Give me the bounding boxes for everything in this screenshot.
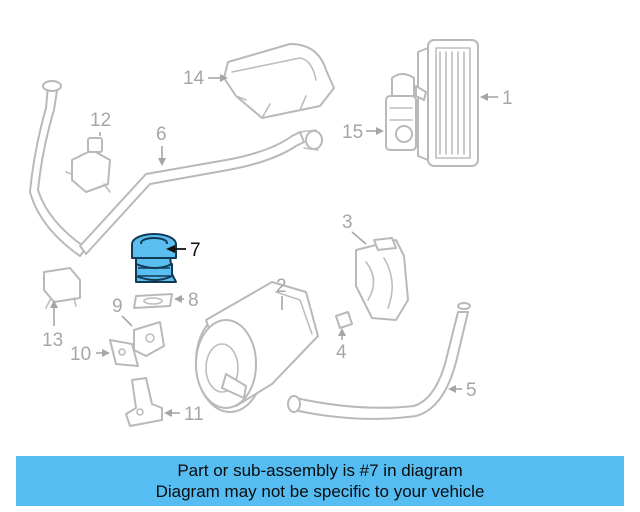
svg-text:9: 9 — [112, 296, 123, 317]
callout-3[interactable]: 3 — [342, 212, 367, 245]
svg-text:13: 13 — [42, 330, 63, 351]
part-1-cooler[interactable] — [417, 39, 479, 167]
svg-text:14: 14 — [183, 68, 205, 89]
parts-diagram: 14 1 15 6 — [29, 39, 513, 427]
svg-text:7: 7 — [190, 240, 201, 261]
part-12-solenoid[interactable] — [65, 137, 111, 193]
svg-text:10: 10 — [70, 344, 91, 365]
callout-11[interactable]: 11 — [164, 404, 204, 425]
part-13-sensor[interactable] — [43, 267, 81, 309]
callout-12[interactable]: 12 — [90, 110, 111, 136]
callout-4[interactable]: 4 — [336, 328, 347, 363]
banner-line-2: Diagram may not be specific to your vehi… — [155, 482, 485, 501]
part-14-housing[interactable] — [223, 43, 335, 119]
part-15-valve[interactable] — [385, 73, 427, 151]
callout-8[interactable]: 8 — [174, 290, 199, 311]
svg-text:12: 12 — [90, 110, 111, 131]
part-4-connector[interactable] — [335, 311, 353, 329]
part-3-bracket[interactable] — [355, 237, 409, 321]
callout-14[interactable]: 14 — [183, 68, 228, 89]
svg-text:15: 15 — [342, 122, 363, 143]
callout-1[interactable]: 1 — [480, 88, 513, 109]
banner-line-1: Part or sub-assembly is #7 in diagram — [177, 461, 463, 480]
part-11-bracket[interactable] — [125, 377, 163, 427]
callout-5[interactable]: 5 — [448, 380, 477, 401]
svg-text:8: 8 — [188, 290, 199, 311]
part-5-hose[interactable] — [287, 302, 471, 420]
info-banner: Part or sub-assembly is #7 in diagram Di… — [16, 456, 624, 506]
callout-7[interactable]: 7 — [166, 240, 201, 261]
svg-text:1: 1 — [502, 88, 513, 109]
part-2-air-pump[interactable] — [195, 281, 319, 413]
left-hose[interactable] — [29, 80, 87, 257]
callout-15[interactable]: 15 — [342, 122, 384, 143]
svg-text:6: 6 — [156, 124, 167, 145]
part-6-hose[interactable] — [79, 129, 323, 255]
svg-text:4: 4 — [336, 342, 347, 363]
part-9-bracket[interactable] — [133, 321, 165, 357]
callout-13[interactable]: 13 — [42, 300, 63, 351]
part-10-bracket[interactable] — [109, 339, 139, 367]
svg-text:3: 3 — [342, 212, 353, 233]
svg-text:11: 11 — [184, 404, 204, 425]
callout-9[interactable]: 9 — [112, 296, 133, 327]
svg-text:5: 5 — [466, 380, 477, 401]
svg-text:2: 2 — [276, 276, 287, 297]
callout-2[interactable]: 2 — [276, 276, 287, 310]
callout-10[interactable]: 10 — [70, 344, 110, 365]
callout-6[interactable]: 6 — [156, 124, 167, 166]
part-7-highlighted[interactable] — [131, 233, 177, 283]
part-8-gasket[interactable] — [133, 293, 173, 309]
